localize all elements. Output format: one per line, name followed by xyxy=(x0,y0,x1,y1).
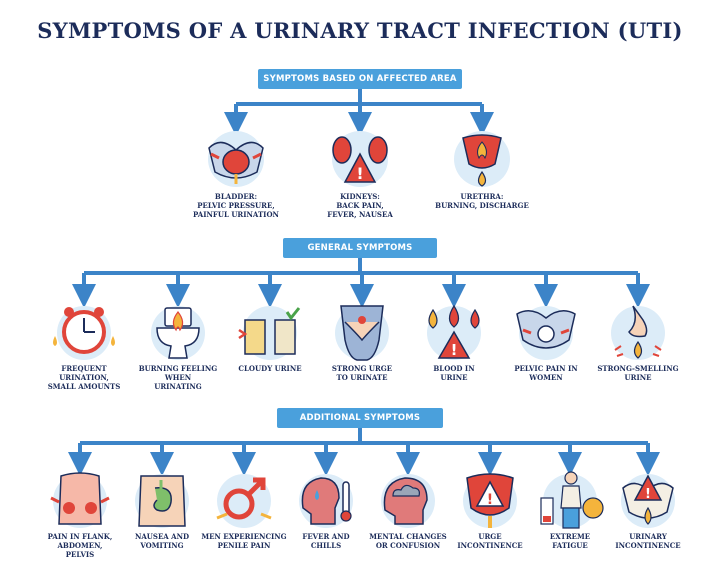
banner-general-symptoms: GENERAL SYMPTOMS xyxy=(283,238,437,258)
symptom-label: BLOOD IN URINE xyxy=(433,364,475,382)
connectors-additional xyxy=(68,428,660,476)
symptom-label: MEN EXPERIENCING PENILE PAIN xyxy=(201,532,287,550)
bladder-icon xyxy=(201,128,271,190)
stomach-nausea-icon xyxy=(127,468,197,530)
symptom-pelvic-pain: PELVIC PAIN IN WOMEN xyxy=(496,300,596,382)
symptom-label: NAUSEA AND VOMITING xyxy=(134,532,190,550)
symptom-label: BURNING FEELING WHEN URINATING xyxy=(138,364,218,391)
symptom-cloudy-urine: CLOUDY URINE xyxy=(220,300,320,373)
symptom-mental-changes: MENTAL CHANGES OR CONFUSION xyxy=(358,468,458,550)
burning-toilet-icon xyxy=(143,300,213,362)
symptom-urethra: URETHRA: BURNING, DISCHARGE xyxy=(432,128,532,210)
bladder-warning-icon: ! xyxy=(455,468,525,530)
symptom-penile-pain: MEN EXPERIENCING PENILE PAIN xyxy=(194,468,294,550)
alarm-clock-drops-icon xyxy=(49,300,119,362)
symptom-flank-pain: PAIN IN FLANK, ABDOMEN, PELVIS xyxy=(30,468,130,559)
hands-on-groin-icon xyxy=(327,300,397,362)
symptom-label: CLOUDY URINE xyxy=(238,364,302,373)
symptom-blood-in-urine: ! BLOOD IN URINE xyxy=(404,300,504,382)
male-symbol-pain-icon xyxy=(209,468,279,530)
symptom-frequent-urination: FREQUENT URINATION, SMALL AMOUNTS xyxy=(34,300,134,391)
symptom-label: STRONG URGE TO URINATE xyxy=(331,364,393,382)
kidneys-warning-icon: ! xyxy=(325,128,395,190)
symptom-fever-chills: FEVER AND CHILLS xyxy=(276,468,376,550)
symptom-strong-urge: STRONG URGE TO URINATE xyxy=(312,300,412,382)
svg-text:!: ! xyxy=(451,341,458,359)
svg-text:!: ! xyxy=(487,492,493,508)
symptom-urinary-incontinence: ! URINARY INCONTINENCE xyxy=(598,468,698,550)
pelvis-drop-warning-icon: ! xyxy=(613,468,683,530)
head-cloud-icon xyxy=(373,468,443,530)
symptom-label: STRONG-SMELLING URINE xyxy=(597,364,679,382)
tired-person-battery-icon xyxy=(535,468,605,530)
symptom-label: URGE INCONTINENCE xyxy=(457,532,523,550)
flank-pain-icon xyxy=(45,468,115,530)
page-title: SYMPTOMS OF A URINARY TRACT INFECTION (U… xyxy=(37,18,683,43)
symptom-label: KIDNEYS: BACK PAIN, FEVER, NAUSEA xyxy=(327,192,393,219)
symptom-label: URETHRA: BURNING, DISCHARGE xyxy=(435,192,529,210)
symptom-nausea: NAUSEA AND VOMITING xyxy=(112,468,212,550)
symptom-strong-smelling: STRONG-SMELLING URINE xyxy=(588,300,688,382)
symptom-label: EXTREME FATIGUE xyxy=(549,532,591,550)
banner-additional-symptoms: ADDITIONAL SYMPTOMS xyxy=(277,408,443,428)
connectors-affected-area xyxy=(224,89,494,136)
cloudy-urine-jars-icon xyxy=(235,300,305,362)
nose-smell-icon xyxy=(603,300,673,362)
symptom-urge-incontinence: ! URGE INCONTINENCE xyxy=(440,468,540,550)
connectors-general xyxy=(72,258,650,308)
blood-drops-warning-icon: ! xyxy=(419,300,489,362)
head-thermometer-icon xyxy=(291,468,361,530)
symptom-label: FREQUENT URINATION, SMALL AMOUNTS xyxy=(47,364,121,391)
symptom-label: URINARY INCONTINENCE xyxy=(615,532,681,550)
svg-text:!: ! xyxy=(645,487,651,502)
symptom-label: MENTAL CHANGES OR CONFUSION xyxy=(369,532,447,550)
symptom-label: FEVER AND CHILLS xyxy=(302,532,350,550)
symptom-label: BLADDER: PELVIC PRESSURE, PAINFUL URINAT… xyxy=(193,192,279,219)
symptom-burning-feeling: BURNING FEELING WHEN URINATING xyxy=(128,300,228,391)
symptom-kidneys: ! KIDNEYS: BACK PAIN, FEVER, NAUSEA xyxy=(310,128,410,219)
pelvis-pain-icon xyxy=(511,300,581,362)
banner-affected-area: SYMPTOMS BASED ON AFFECTED AREA xyxy=(258,69,462,89)
symptom-label: PAIN IN FLANK, ABDOMEN, PELVIS xyxy=(47,532,113,559)
urethra-burning-icon xyxy=(447,128,517,190)
symptom-extreme-fatigue: EXTREME FATIGUE xyxy=(520,468,620,550)
svg-text:!: ! xyxy=(356,164,363,183)
symptom-bladder: BLADDER: PELVIC PRESSURE, PAINFUL URINAT… xyxy=(186,128,286,219)
symptom-label: PELVIC PAIN IN WOMEN xyxy=(514,364,578,382)
